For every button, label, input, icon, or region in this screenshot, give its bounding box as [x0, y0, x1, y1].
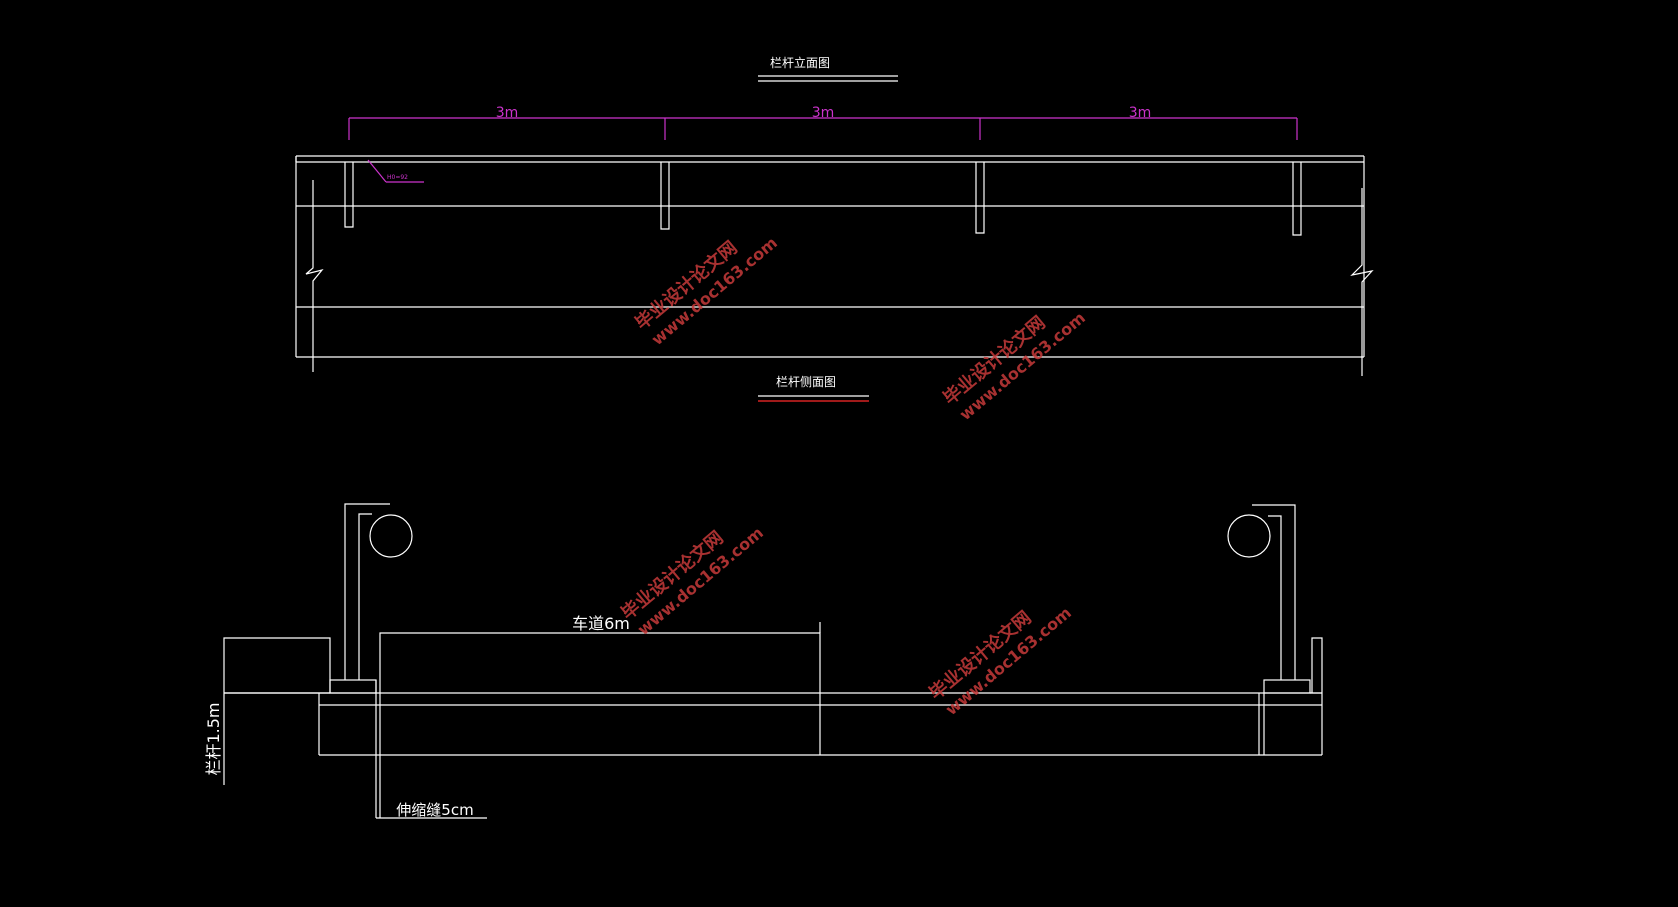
elevation-view: 栏杆立面图 3m 3m 3m: [295, 55, 1374, 376]
railing-posts: [344, 162, 1302, 236]
expansion-joint: [375, 680, 487, 819]
dimension-label-2: 3m: [812, 105, 835, 121]
left-handrail-pipe: [369, 514, 413, 558]
top-handrail: [295, 155, 1365, 163]
lane-box: [379, 622, 821, 755]
elevation-title: 栏杆立面图: [770, 55, 830, 70]
leader-note-text: H0=92: [387, 174, 408, 181]
dimension-label-3: 3m: [1129, 105, 1152, 121]
section-title: 栏杆侧面图: [776, 374, 836, 389]
right-handrail-pipe: [1227, 514, 1271, 558]
left-railing: [344, 503, 413, 680]
watermark-4: 毕业设计论文网 www.doc163.com: [925, 603, 1075, 719]
watermark-1: 毕业设计论文网 www.doc163.com: [631, 233, 781, 349]
leader-note: H0=92: [367, 159, 424, 183]
right-railing: [1227, 504, 1296, 680]
elevation-dimension-line: [348, 117, 1298, 140]
section-view: 栏杆侧面图: [204, 374, 1323, 819]
right-curb: [1263, 637, 1323, 755]
deck-slab: [295, 156, 1374, 376]
watermark-3: 毕业设计论文网 www.doc163.com: [617, 523, 767, 639]
left-curb: [223, 637, 377, 785]
lane-label: 车道6m: [572, 614, 630, 633]
expansion-joint-label: 伸缩缝5cm: [396, 801, 473, 819]
section-deck-slab: [224, 692, 1322, 756]
railing-height-label: 栏杆1.5m: [204, 702, 223, 775]
dimension-label-1: 3m: [496, 105, 519, 121]
